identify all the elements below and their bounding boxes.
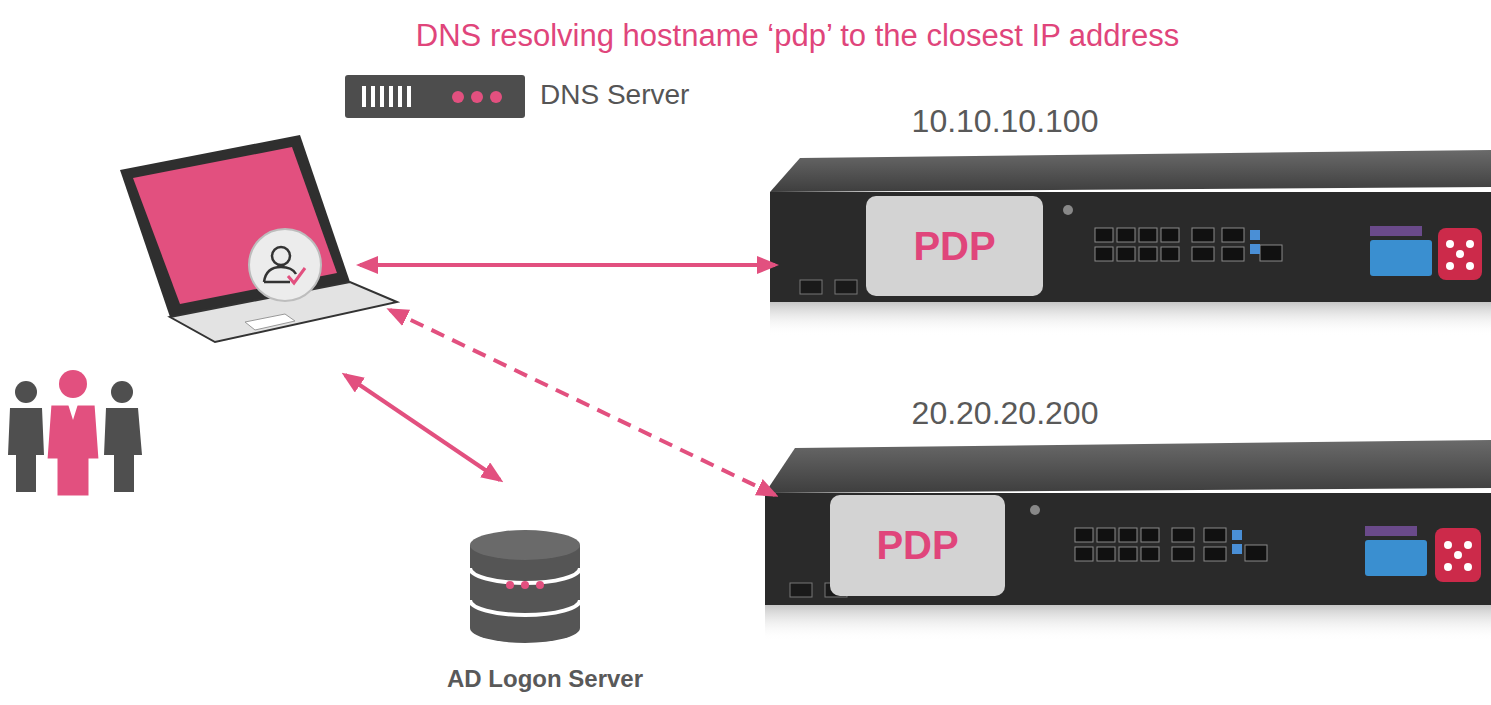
database-icon bbox=[470, 530, 580, 643]
laptop-icon bbox=[120, 135, 397, 342]
diagram-title: DNS resolving hostname ‘pdp’ to the clos… bbox=[250, 18, 1345, 54]
appliance-1 bbox=[770, 150, 1491, 336]
arrow bbox=[360, 263, 775, 267]
node-label: AD Logon Server bbox=[425, 665, 665, 693]
dns-server: DNS Server bbox=[345, 75, 685, 120]
pdp-box: PDP bbox=[830, 495, 1005, 596]
node-label: 10.10.10.100 bbox=[850, 103, 1160, 140]
pdp-box: PDP bbox=[866, 196, 1043, 296]
box-label: PDP bbox=[913, 224, 995, 269]
dashed-arrow bbox=[390, 310, 775, 495]
appliance-box: 10.10.10.100PDP bbox=[770, 155, 1491, 330]
arrow bbox=[345, 375, 500, 480]
database-node: AD Logon Server bbox=[425, 525, 665, 700]
users-icon bbox=[8, 370, 142, 497]
node-label: DNS Server bbox=[540, 79, 689, 111]
appliance-box: 20.20.20.200PDP bbox=[765, 445, 1491, 640]
node-label: 20.20.20.200 bbox=[850, 395, 1160, 432]
dns-server-icon bbox=[345, 75, 525, 118]
laptop bbox=[120, 160, 395, 340]
box-label: PDP bbox=[876, 523, 958, 568]
appliance-2 bbox=[765, 440, 1491, 641]
